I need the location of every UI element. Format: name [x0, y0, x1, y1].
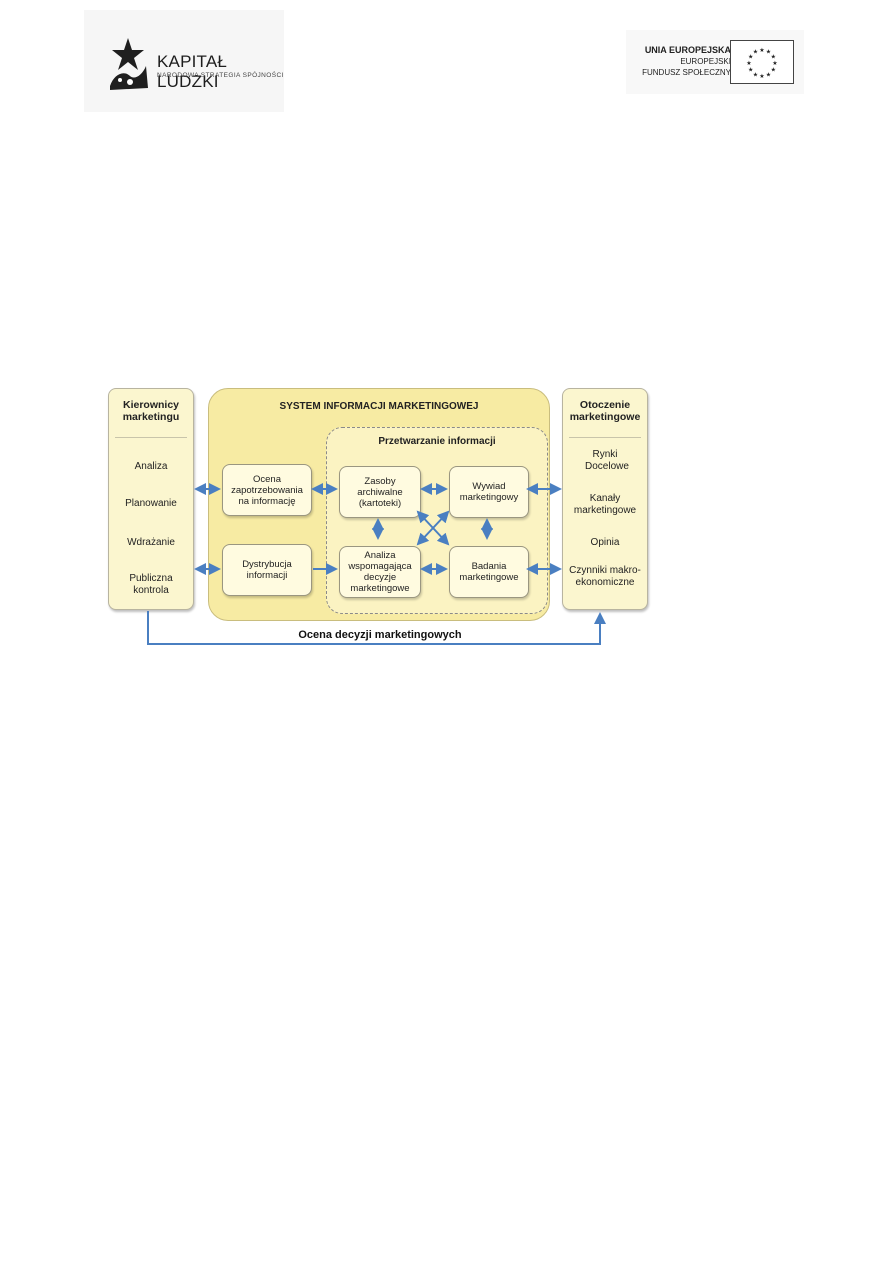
svg-text:★: ★	[759, 73, 764, 80]
marketing-managers-title: Kierownicy marketingu	[122, 399, 180, 423]
processing-panel: Przetwarzanie informacji Zasoby archiwal…	[326, 427, 548, 614]
svg-text:★: ★	[753, 49, 758, 56]
svg-text:★: ★	[771, 67, 776, 74]
right-item-macro-factors: Czynniki makro-ekonomiczne	[569, 565, 641, 588]
svg-text:★: ★	[766, 49, 771, 56]
left-item-planning: Planowanie	[125, 498, 177, 509]
left-item-public-control: Publiczna kontrola	[129, 573, 173, 596]
marketing-information-system-diagram: Kierownicy marketingu Analiza Planowanie…	[100, 380, 660, 660]
decision-support-box: Analiza wspomagająca decyzje marketingow…	[339, 546, 421, 598]
records-box: Zasoby archiwalne (kartoteki)	[339, 466, 421, 518]
system-panel: SYSTEM INFORMACJI MARKETINGOWEJ Ocena za…	[208, 388, 550, 621]
right-item-target-markets: Rynki Docelowe	[585, 449, 629, 472]
eu-flag-icon: ★ ★ ★ ★ ★ ★ ★ ★ ★ ★ ★ ★	[730, 40, 794, 84]
kapital-ludzki-subtitle: NARODOWA STRATEGIA SPÓJNOŚCI	[157, 72, 284, 79]
svg-text:★: ★	[748, 67, 753, 74]
intelligence-box: Wywiad marketingowy	[449, 466, 529, 518]
feedback-label: Ocena decyzji marketingowych	[298, 629, 462, 641]
right-item-opinion: Opinia	[590, 537, 620, 548]
eu-line-3: FUNDUSZ SPOŁECZNY	[642, 68, 731, 77]
svg-text:★: ★	[746, 60, 751, 67]
distribution-box: Dystrybucja informacji	[222, 544, 312, 596]
svg-text:★: ★	[772, 60, 777, 67]
svg-text:★: ★	[766, 71, 771, 78]
svg-text:★: ★	[759, 47, 764, 54]
processing-title: Przetwarzanie informacji	[378, 436, 496, 447]
needs-assessment-box: Ocena zapotrzebowania na informację	[222, 464, 312, 516]
left-item-implementation: Wdrażanie	[127, 537, 175, 548]
research-box: Badania marketingowe	[449, 546, 529, 598]
kapital-ludzki-title: KAPITAŁ LUDZKI	[157, 52, 228, 91]
svg-text:★: ★	[748, 54, 753, 61]
right-item-channels: Kanały marketingowe	[573, 493, 637, 516]
arrow-intelligence-decision	[416, 510, 450, 546]
left-item-analysis: Analiza	[134, 461, 168, 472]
arrow-feedback-loop	[147, 611, 606, 645]
eu-logo: UNIA EUROPEJSKA EUROPEJSKI FUNDUSZ SPOŁE…	[626, 30, 804, 94]
kapital-ludzki-logo: KAPITAŁ LUDZKI NARODOWA STRATEGIA SPÓJNO…	[84, 10, 284, 112]
marketing-managers-panel: Kierownicy marketingu Analiza Planowanie…	[108, 388, 194, 610]
eu-line-2: EUROPEJSKI	[680, 57, 731, 66]
marketing-environment-panel: Otoczenie marketingowe Rynki Docelowe Ka…	[562, 388, 648, 610]
system-title: SYSTEM INFORMACJI MARKETINGOWEJ	[279, 401, 479, 412]
diagram-arrows	[147, 483, 606, 645]
svg-text:★: ★	[753, 71, 758, 78]
right-panel-divider	[569, 437, 641, 438]
marketing-environment-title: Otoczenie marketingowe	[569, 399, 641, 423]
svg-text:★: ★	[771, 54, 776, 61]
kapital-ludzki-emblem-icon	[110, 38, 148, 90]
eu-line-1: UNIA EUROPEJSKA	[644, 45, 731, 55]
left-panel-divider	[115, 437, 187, 438]
